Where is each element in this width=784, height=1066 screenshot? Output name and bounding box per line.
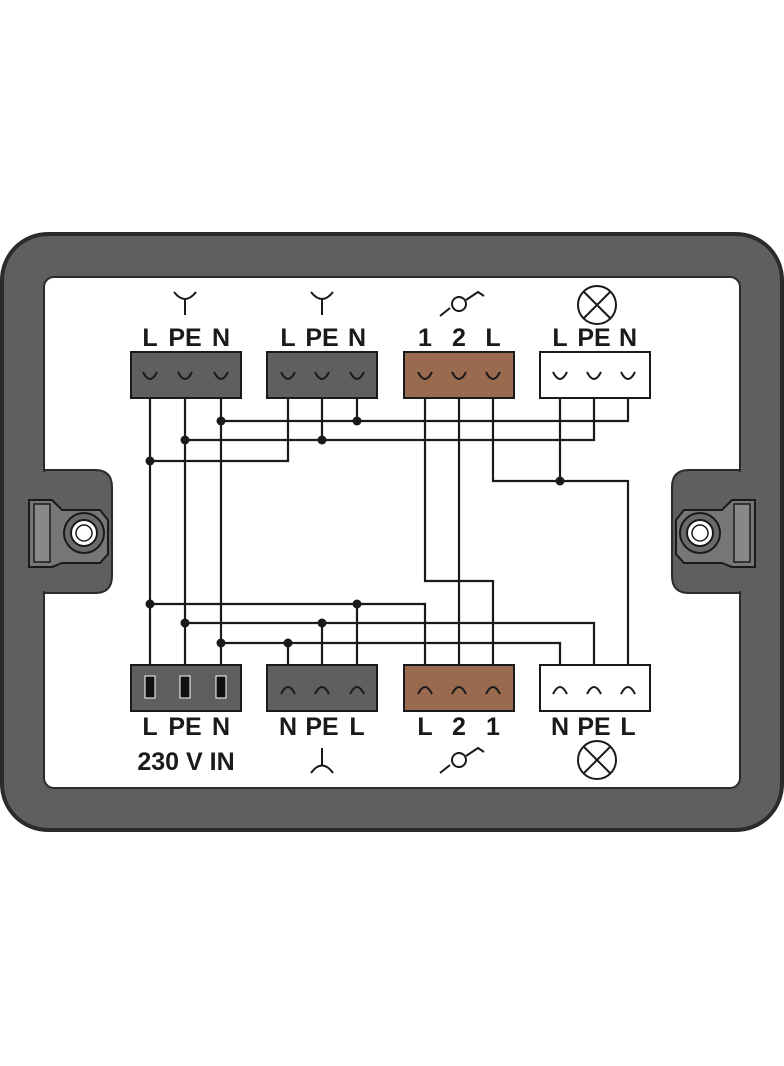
switch-icon — [439, 290, 485, 317]
socket-icon — [173, 291, 197, 315]
junction-dot — [216, 638, 226, 648]
pin-label: PE — [168, 713, 201, 741]
pin-label: PE — [577, 324, 610, 352]
pin-label: N — [212, 324, 230, 352]
pin-label: PE — [305, 713, 338, 741]
bottom-pins — [280, 686, 636, 695]
pin-label: N — [551, 713, 569, 741]
connector-top-4 — [539, 351, 651, 399]
bus-top-L — [150, 380, 290, 463]
pin-label: PE — [305, 324, 338, 352]
junction-dot — [216, 416, 226, 426]
input-pins — [144, 675, 227, 699]
junction-dot — [283, 638, 293, 648]
pin-label: L — [620, 713, 635, 741]
housing — [0, 232, 784, 832]
bus-bottom-L — [150, 602, 427, 665]
pin-label: PE — [168, 324, 201, 352]
junction-dot — [180, 618, 190, 628]
pin-label: PE — [577, 713, 610, 741]
pin-label: N — [212, 713, 230, 741]
pin-label: L — [552, 324, 567, 352]
pin-label: L — [417, 713, 432, 741]
pin-label: 1 — [418, 324, 432, 352]
junction-dot — [145, 599, 155, 609]
input-caption: 230 V IN — [137, 748, 234, 776]
pin-label: 1 — [486, 713, 500, 741]
bottom-connectors: L PE N N PE L L 2 1 N PE L 230 V IN — [130, 664, 651, 780]
connector-top-3 — [403, 351, 515, 399]
junction-dot — [352, 599, 362, 609]
junction-dot — [317, 618, 327, 628]
lamp-icon — [577, 285, 617, 325]
junction-dot — [352, 416, 362, 426]
junction-dot — [555, 476, 565, 486]
socket-icon — [310, 291, 334, 315]
pin-label: 2 — [452, 324, 466, 352]
junction-dot — [317, 435, 327, 445]
pin-label: 2 — [452, 713, 466, 741]
switch-icon — [439, 746, 485, 774]
pin-label: N — [348, 324, 366, 352]
wiring — [145, 380, 630, 665]
plug-icon — [310, 748, 334, 774]
top-connectors: L PE N L PE N 1 2 L L PE N — [130, 285, 651, 399]
connector-top-2 — [266, 351, 378, 399]
lamp-icon — [577, 740, 617, 780]
pin-label: L — [280, 324, 295, 352]
pin-label: N — [619, 324, 637, 352]
bus-bottom-N — [221, 641, 562, 665]
pin-label: N — [279, 713, 297, 741]
junction-dot — [180, 435, 190, 445]
pin-label: L — [349, 713, 364, 741]
top-pins — [142, 371, 636, 380]
right-mount-clip — [675, 499, 756, 568]
pin-label: L — [485, 324, 500, 352]
pin-label: L — [142, 324, 157, 352]
connector-top-1 — [130, 351, 242, 399]
left-mount-clip — [28, 499, 109, 568]
pin-label: L — [142, 713, 157, 741]
junction-dot — [145, 456, 155, 466]
